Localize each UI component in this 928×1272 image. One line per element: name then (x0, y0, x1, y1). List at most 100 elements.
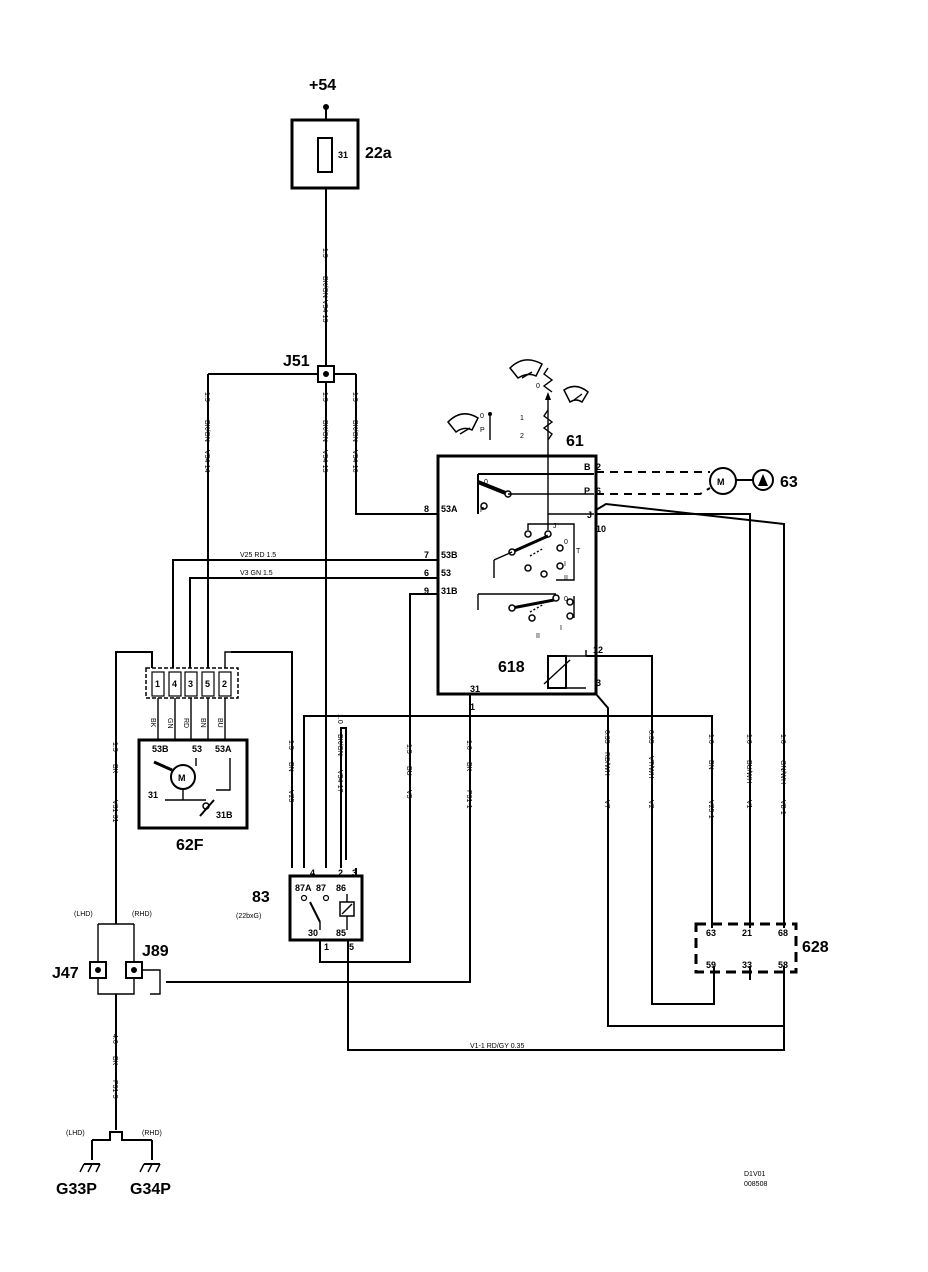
switch-pin-12: 12 (593, 645, 603, 655)
svg-text:1.0: 1.0 (707, 734, 714, 744)
svg-text:II: II (536, 633, 540, 640)
svg-text:BK: BK (111, 764, 118, 774)
svg-text:GN/WH: GN/WH (779, 760, 786, 784)
switch-pin-7: 7 (424, 550, 429, 560)
ecu-pin-68: 68 (778, 928, 788, 938)
svg-text:1: 1 (155, 679, 160, 689)
svg-text:V54-17: V54-17 (336, 770, 343, 793)
svg-text:1.5: 1.5 (111, 742, 118, 752)
wire-v1-buwh (596, 513, 751, 928)
svg-text:1.5: 1.5 (321, 392, 328, 402)
footer-line-2: 008508 (744, 1181, 767, 1188)
wire-v25-1 (303, 715, 713, 928)
svg-text:0: 0 (564, 539, 568, 546)
svg-text:BK: BK (149, 718, 156, 728)
washer-pump-id: 63 (780, 474, 798, 491)
svg-text:1.5: 1.5 (203, 392, 210, 402)
svg-text:2: 2 (520, 433, 524, 440)
relay-pin-86: 86 (336, 883, 346, 893)
svg-text:V54-16: V54-16 (351, 450, 358, 473)
ground-g34-icon (139, 1163, 161, 1173)
switch-61-id: 61 (566, 433, 584, 450)
motor-term-31b: 31B (216, 810, 233, 820)
svg-text:P: P (480, 507, 485, 514)
ecu-pin-63: 63 (706, 928, 716, 938)
svg-text:BK/GN: BK/GN (321, 276, 328, 298)
wire-v5-bu (319, 593, 438, 963)
ground-g34-label: G34P (130, 1181, 171, 1198)
svg-text:1: 1 (520, 415, 524, 422)
wire-v3-gn (189, 577, 438, 668)
wire-v54-16 (355, 374, 438, 515)
wire-label-v54-14: V54-14 BK/GN 1.5 (203, 392, 210, 473)
wire-v8-1 (595, 502, 785, 928)
fuse-id: 22a (365, 145, 392, 162)
svg-text:1.5: 1.5 (351, 392, 358, 402)
motor-term-53b: 53B (152, 744, 169, 754)
fuse-pin: 31 (338, 150, 348, 160)
svg-text:3: 3 (188, 679, 193, 689)
switch-pin-6: 6 (424, 568, 429, 578)
wiper-motor-62f-id: 62F (176, 837, 204, 854)
relay-pin-4: 4 (310, 868, 315, 878)
ground-split-bottom (92, 1131, 152, 1141)
lhd-label-top: (LHD) (74, 911, 93, 918)
ground-merge (97, 978, 135, 995)
sensor-618-arrow (543, 659, 571, 685)
fuse-element (317, 137, 333, 173)
ecu-628-id: 628 (802, 939, 829, 956)
svg-text:1.5: 1.5 (287, 740, 294, 750)
wire-pump-p (596, 487, 711, 495)
svg-text:GN: GN (166, 718, 173, 729)
svg-text:BN: BN (707, 760, 714, 770)
relay-pin-30: 30 (308, 928, 318, 938)
wire-label-v5: V5 BU 1.5 (405, 744, 412, 799)
svg-text:V2: V2 (647, 800, 654, 809)
switch-pin-10: 10 (596, 524, 606, 534)
svg-text:VT/WH: VT/WH (647, 756, 654, 779)
svg-text:P31-1: P31-1 (465, 790, 472, 809)
wire-label-p31-5: P31-5 BK 4.0 (111, 1034, 118, 1099)
svg-text:T: T (576, 548, 581, 555)
svg-text:0: 0 (536, 383, 540, 390)
relay-pin-1: 1 (324, 942, 329, 952)
svg-text:0: 0 (480, 413, 484, 420)
sensor-618-id: 618 (498, 659, 525, 676)
svg-text:1.5: 1.5 (405, 744, 412, 754)
wire-label-v2: V2 VT/WH 0.35 (647, 730, 654, 809)
motor-term-53a: 53A (215, 744, 232, 754)
svg-text:P31-5: P31-5 (111, 1080, 118, 1099)
svg-text:BK/GN: BK/GN (351, 420, 358, 442)
j89-bracket (142, 969, 161, 995)
ground-g33-icon (79, 1163, 101, 1173)
wire-v1-1 (347, 940, 785, 1051)
relay-83-id: 83 (252, 889, 270, 906)
svg-text:0: 0 (484, 479, 488, 486)
switch-pin-b: B (584, 462, 591, 472)
j47-label: J47 (52, 965, 79, 982)
svg-text:1.0: 1.0 (745, 734, 752, 744)
svg-text:BU: BU (216, 718, 223, 728)
footer-line-1: D1V01 (744, 1171, 766, 1178)
switch-pin-6r: 6 (596, 486, 601, 496)
relay-internals (300, 894, 355, 930)
wire-label-v25-rd: V25 RD 1.5 (240, 552, 276, 559)
svg-text:BK/GN: BK/GN (203, 420, 210, 442)
svg-text:BK/GN: BK/GN (321, 420, 328, 442)
svg-text:V8-1: V8-1 (779, 800, 786, 815)
svg-text:RD: RD (182, 718, 189, 728)
wire-label-v1: V1 BU/WH 1.0 (745, 734, 752, 809)
wire-label-p31-1: P31-1 BK 1.0 (465, 740, 472, 809)
svg-text:II: II (564, 575, 568, 582)
supply-label: +54 (309, 77, 336, 94)
svg-text:V54-13: V54-13 (321, 300, 328, 323)
svg-text:BK/GN: BK/GN (336, 734, 343, 756)
wire-label-v31-31: V31-31 BK 1.5 (111, 742, 118, 823)
wire-label-v25: V25 BN 1.5 (287, 740, 294, 803)
switch-pin-9: 9 (424, 586, 429, 596)
sensor-wire-12 (566, 650, 587, 657)
rhd-label-bottom: (RHD) (142, 1130, 162, 1137)
switch-pin-31: 31 (470, 684, 480, 694)
svg-text:5: 5 (205, 679, 210, 689)
